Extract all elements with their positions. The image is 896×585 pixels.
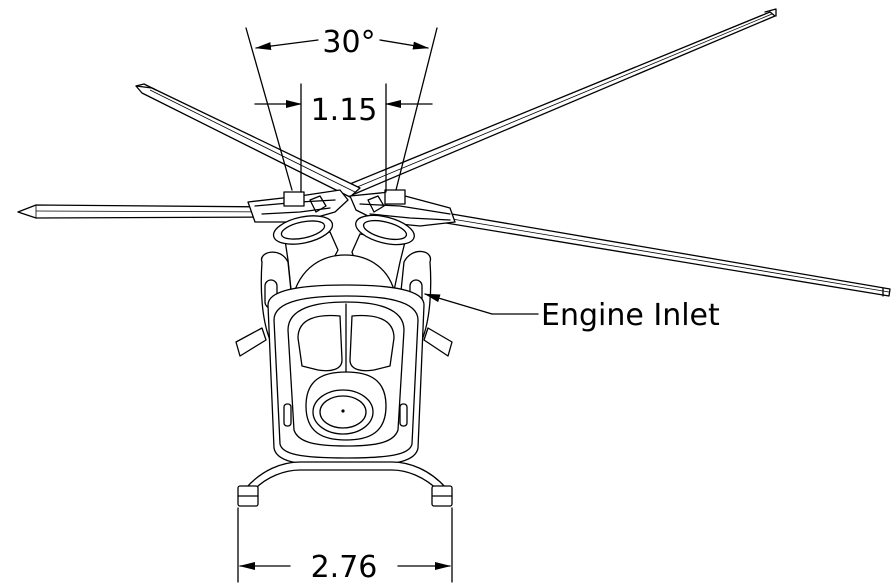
angle-dimension: 30° [245, 25, 438, 191]
mast-spacing-label: 1.15 [311, 93, 378, 128]
rotor-blade-right [439, 211, 891, 297]
engine-inlet-label: Engine Inlet [541, 298, 720, 333]
skid-width-dimension: 2.76 [237, 507, 453, 585]
landing-skids [237, 461, 453, 507]
angle-extension-line-left [245, 27, 293, 191]
mast-spacing-dimension: 1.15 [254, 83, 433, 193]
rotor-hubs [247, 189, 456, 227]
engine-inlet-callout: Engine Inlet [424, 293, 720, 333]
rotor-blade-upper-right [344, 8, 777, 196]
rotor-blade-left [17, 204, 281, 219]
angle-extension-line-right [395, 27, 438, 191]
angle-dimension-label: 30° [322, 25, 375, 60]
angle-dimension-line-right [379, 39, 429, 50]
rotor-blades [17, 8, 891, 297]
rotor-blade-upper-left [135, 83, 361, 198]
angle-dimension-line-left [255, 39, 319, 51]
skid-width-label: 2.76 [311, 550, 378, 585]
